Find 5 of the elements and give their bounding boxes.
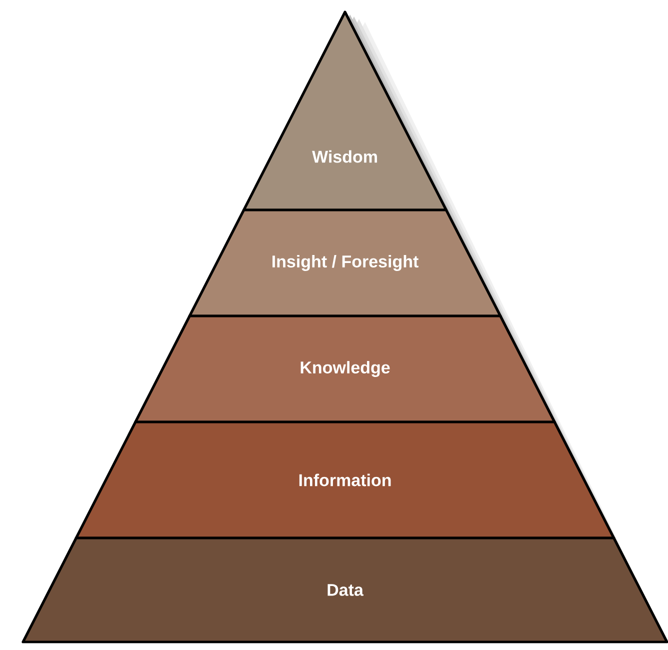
- layer-label: Information: [299, 474, 391, 486]
- layer-label: Wisdom: [312, 150, 377, 163]
- layer-label: Insight / Foresight: [272, 255, 418, 271]
- layer-label: Data: [328, 584, 364, 596]
- layer-label: Knowledge: [300, 361, 390, 377]
